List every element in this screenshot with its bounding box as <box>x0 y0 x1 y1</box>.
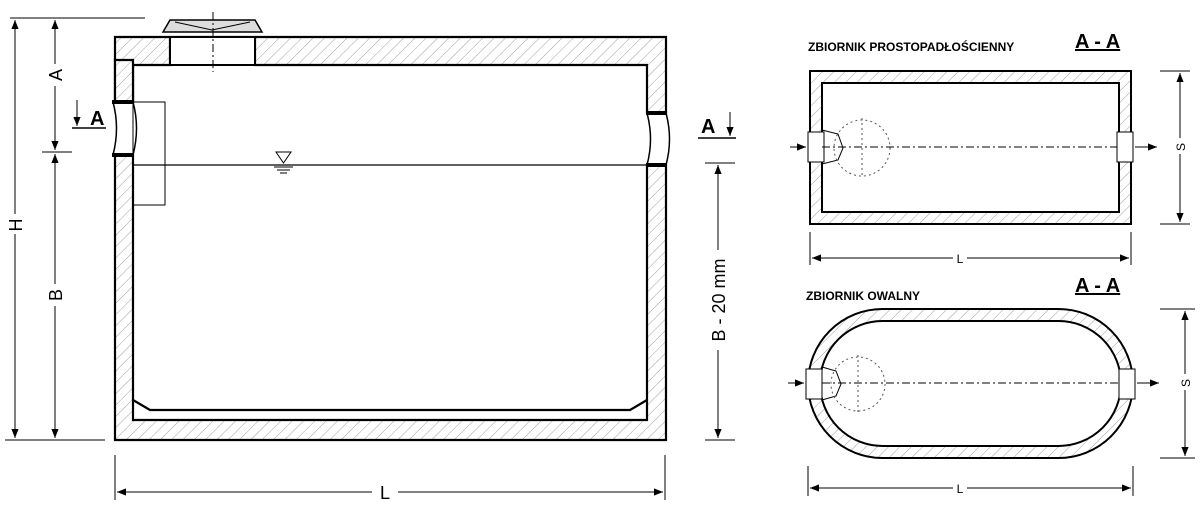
tank-upper-left-wall <box>113 58 135 104</box>
tank-floor <box>132 399 648 412</box>
rect-section-title: ZBIORNIK PROSTOPADŁOŚCIENNY <box>808 39 1014 54</box>
dim-H-label: H <box>6 219 26 232</box>
water-level-icon <box>274 151 293 174</box>
oval-tank-plan <box>788 308 1159 459</box>
section-mark-left: A <box>72 100 106 130</box>
dim-L-label: L <box>380 483 390 503</box>
oval-dim-S-label: S <box>1179 379 1193 387</box>
rect-dim-S-label: S <box>1174 143 1188 151</box>
rect-dim-L-label: L <box>957 252 964 266</box>
dim-B-label: B <box>46 289 66 301</box>
oval-section-label: A - A <box>1075 275 1120 297</box>
section-mark-right: A <box>698 112 736 139</box>
main-tank-section <box>112 12 671 442</box>
svg-text:A: A <box>701 116 715 138</box>
inlet-baffle <box>132 101 166 206</box>
oval-section-title: ZBIORNIK OWALNY <box>806 289 920 303</box>
dim-B-minus-20-label: B - 20 mm <box>709 258 729 341</box>
manhole-cover <box>161 12 264 72</box>
dim-A-label: A <box>46 69 66 81</box>
oval-dim-L-label: L <box>957 482 964 496</box>
rect-tank-plan <box>790 70 1157 225</box>
svg-text:A: A <box>90 108 104 130</box>
outlet-pipe <box>646 111 671 167</box>
tank-walls <box>113 35 668 442</box>
rect-section-label: A - A <box>1075 31 1120 53</box>
